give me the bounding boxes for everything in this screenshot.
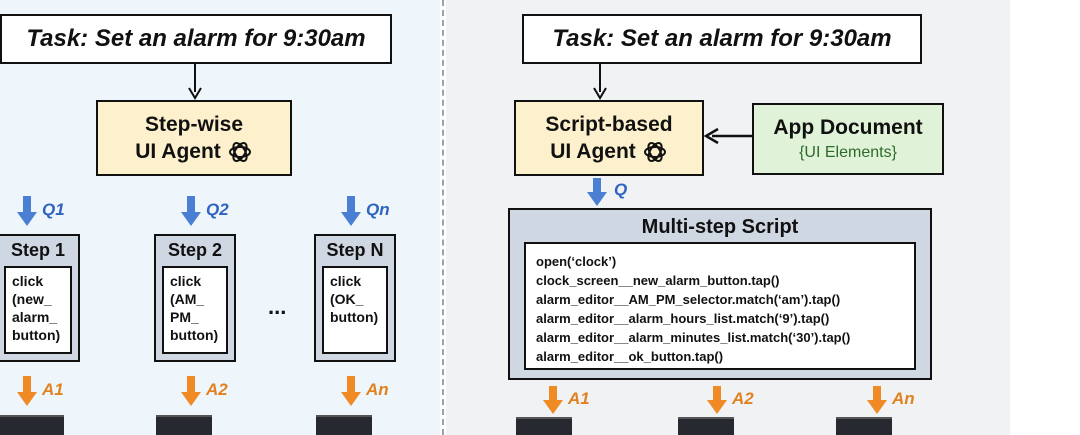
answer-label-2: A2: [206, 380, 228, 399]
doc-to-agent-arrow: [704, 127, 754, 145]
step-action-1: click (new_ alarm_ button): [4, 266, 72, 354]
openai-logo-icon: [643, 141, 666, 162]
panel-divider: [442, 0, 444, 435]
stepwise-agent-box: Step-wise UI Agent: [96, 100, 292, 176]
app-document-box: App Document {UI Elements}: [752, 103, 944, 175]
step-ellipsis: ...: [268, 294, 287, 319]
step-action-n: click (OK_ button): [322, 266, 388, 354]
left-task-box: Task: Set an alarm for 9:30am: [0, 14, 392, 64]
app-document-title: App Document: [773, 116, 923, 139]
query-arrow-n: [341, 196, 361, 226]
step-box-n: Step N click (OK_ button): [314, 234, 396, 362]
screenshot-thumbnail-r2: [678, 417, 734, 435]
multi-step-script-box: Multi-step Script open(‘clock’) clock_sc…: [508, 208, 932, 380]
left-panel: [0, 0, 440, 435]
script-agent-box: Script-based UI Agent: [514, 100, 704, 176]
script-line-5: alarm_editor__alarm_minutes_list.match(‘…: [536, 330, 851, 345]
script-line-1: open(‘clock’): [536, 254, 617, 269]
screenshot-thumbnail-1: [0, 415, 64, 435]
step-box-2: Step 2 click (AM_ PM_ button): [154, 234, 236, 362]
script-line-6: alarm_editor__ok_button.tap(): [536, 349, 724, 364]
answer-arrow-r2: [707, 386, 727, 414]
app-document-subtitle: {UI Elements}: [799, 144, 897, 161]
step-title-1: Step 1: [10, 240, 66, 260]
stepwise-agent-line2: UI Agent: [135, 140, 221, 163]
script-line-4: alarm_editor__alarm_hours_list.match(‘9’…: [536, 311, 830, 326]
answer-arrow-1: [17, 376, 37, 406]
step-title-n: Step N: [326, 240, 384, 260]
query-label-2: Q2: [206, 200, 229, 219]
multi-step-script-title: Multi-step Script: [641, 216, 799, 238]
step-box-1: Step 1 click (new_ alarm_ button): [0, 234, 80, 362]
left-task-arrow: [188, 64, 202, 100]
answer-label-1: A1: [42, 380, 64, 399]
script-agent-line1: Script-based: [545, 113, 673, 136]
script-code-panel: open(‘clock’) clock_screen__new_alarm_bu…: [524, 242, 916, 370]
answer-label-r3: An: [892, 389, 915, 408]
step-action-2: click (AM_ PM_ button): [162, 266, 228, 354]
answer-arrow-n: [341, 376, 361, 406]
answer-label-r2: A2: [732, 389, 754, 408]
screenshot-thumbnail-n: [316, 415, 372, 435]
query-label-n: Qn: [366, 200, 390, 219]
query-arrow-2: [181, 196, 201, 226]
answer-arrow-2: [181, 376, 201, 406]
screenshot-thumbnail-r1: [516, 417, 572, 435]
query-arrow-1: [17, 196, 37, 226]
answer-label-n: An: [366, 380, 389, 399]
right-task-box: Task: Set an alarm for 9:30am: [522, 14, 922, 64]
script-line-2: clock_screen__new_alarm_button.tap(): [536, 273, 780, 288]
query-label-script: Q: [614, 180, 628, 199]
answer-arrow-r1: [543, 386, 563, 414]
query-label-1: Q1: [42, 200, 65, 219]
right-task-arrow: [593, 64, 607, 100]
openai-logo-icon: [228, 141, 251, 162]
step-title-2: Step 2: [167, 240, 223, 260]
answer-arrow-r3: [867, 386, 887, 414]
screenshot-thumbnail-r3: [836, 417, 892, 435]
answer-label-r1: A1: [568, 389, 590, 408]
script-line-3: alarm_editor__AM_PM_selector.match(‘am’)…: [536, 292, 841, 307]
query-arrow-script: [587, 178, 607, 206]
stepwise-agent-line1: Step-wise: [144, 113, 244, 136]
script-agent-line2: UI Agent: [550, 140, 636, 163]
screenshot-thumbnail-2: [156, 415, 212, 435]
